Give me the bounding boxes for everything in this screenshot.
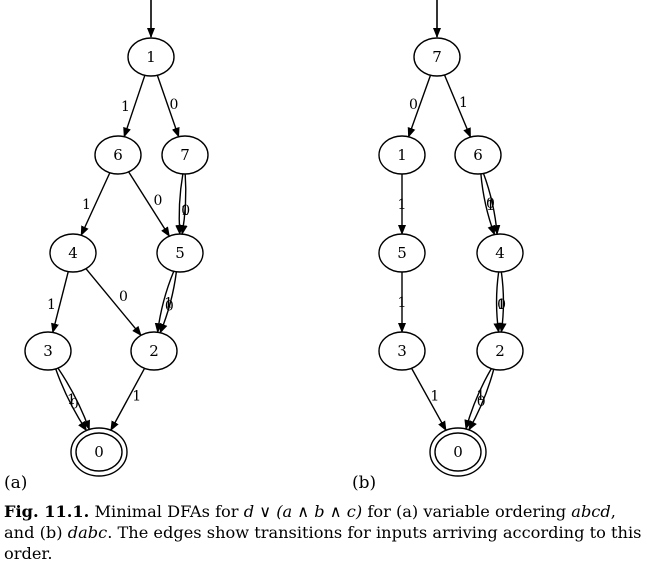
edge-label-a-3-0-1: 1 [67,392,76,408]
state-b-6: 6 [454,135,502,175]
state-b-2: 2 [476,331,524,371]
edge-label-b-4-2-1: 1 [497,297,506,313]
caption-text-1: Minimal DFAs for [89,502,244,521]
edge-b-4-2-1 [493,271,502,334]
state-label-a-5: 5 [175,244,185,262]
edge-b-2-0-1 [464,368,492,430]
edge-label-b-7-1-0: 0 [409,97,418,113]
state-a-1: 1 [127,37,175,77]
edge-label-b-1-5-1: 1 [398,197,407,213]
edge-a-6-4-1 [80,172,111,237]
edge-label-a-4-3-1: 1 [47,297,56,313]
edge-label-a-2-0-1: 1 [132,388,141,404]
state-b-4: 4 [476,233,524,273]
edge-a-4-2-0 [85,268,142,337]
figure-caption: Fig. 11.1. Minimal DFAs for d ∨ (a ∧ b ∧… [4,501,644,564]
state-b-0: 0 [429,427,487,477]
panel-label-b: (b) [352,473,376,493]
state-a-7: 7 [161,135,209,175]
edge-a-2-0-1 [110,367,146,432]
edge-label-b-3-0-1: 1 [430,388,439,404]
state-b-1: 1 [378,135,426,175]
state-label-b-3: 3 [397,342,407,360]
state-label-a-2: 2 [149,342,159,360]
edge-label-a-6-4-1: 1 [82,197,91,213]
state-label-b-1: 1 [397,146,407,164]
state-b-7: 7 [413,37,461,77]
edge-a-6-5-0 [128,171,170,238]
state-label-a-1: 1 [146,48,156,66]
edge-label-a-5-2-1: 1 [164,296,173,312]
caption-ordering-b: dabc [67,523,108,542]
caption-ordering-a: abcd [571,502,611,521]
edge-label-b-6-4-1: 1 [486,198,495,214]
state-b-3: 3 [378,331,426,371]
state-label-b-4: 4 [495,244,505,262]
edge-a-5-2-1 [154,271,175,334]
state-a-0: 0 [70,427,128,477]
edge-b-6-4-1 [480,173,496,236]
state-label-a-4: 4 [68,244,78,262]
state-label-a-3: 3 [43,342,53,360]
edge-a-3-0-1 [57,367,90,431]
edge-label-a-7-5-0: 0 [181,203,190,219]
edge-b-7-1-0 [407,74,432,138]
edge-label-a-4-2-0: 0 [119,289,128,305]
edges-layer [51,0,507,432]
state-label-a-0: 0 [94,443,104,461]
edge-label-b-5-3-1: 1 [398,295,407,311]
edge-b-3-0-1 [410,367,447,432]
nodes-layer: 1 6 7 4 5 3 2 0 7 1 6 5 4 3 2 0 [24,37,524,477]
edge-a-4-3-1 [51,271,69,334]
state-label-b-5: 5 [397,244,407,262]
state-a-3: 3 [24,331,72,371]
edge-a-1-7-0 [156,75,180,138]
edge-label-b-7-6-1: 1 [459,95,468,111]
state-label-b-0: 0 [453,443,463,461]
caption-text-2: for (a) variable ordering [362,502,572,521]
state-b-5: 5 [378,233,426,273]
edge-a-1-6-1 [123,75,146,138]
accepting-ring-b [429,427,487,477]
panel-label-a: (a) [4,473,27,493]
edge-label-a-1-6-1: 1 [121,99,130,115]
edge-a-7-5-0 [175,173,184,235]
state-label-a-7: 7 [180,146,190,164]
edge-b-6-4-0 [482,173,501,236]
state-label-a-6: 6 [113,146,123,164]
state-a-6: 6 [94,135,142,175]
caption-formula: d ∨ (a ∧ b ∧ c) [243,502,363,521]
state-a-5: 5 [156,233,204,273]
edge-label-b-2-0-0: 0 [477,394,486,410]
edge-label-b-2-0-1: 1 [476,388,485,404]
edge-label-a-5-2-0: 0 [165,298,174,314]
state-a-2: 2 [130,331,178,371]
edge-label-a-1-7-0: 0 [170,97,179,113]
caption-text-3: , and (b) [4,502,616,542]
figure-number: Fig. 11.1. [4,502,90,521]
edge-b-4-2-0 [498,271,507,334]
caption-text-4: . The edges show transitions for inputs … [4,523,642,563]
state-label-b-7: 7 [432,48,442,66]
edge-label-a-7-5-1: 1 [181,203,190,219]
edge-b-7-6-1 [443,74,472,138]
edge-label-b-6-4-0: 0 [486,196,495,212]
state-a-4: 4 [49,233,97,273]
edge-label-a-3-0-0: 0 [70,397,79,413]
edge-label-a-6-5-0: 0 [154,193,163,209]
state-label-b-6: 6 [473,146,483,164]
accepting-ring-a [70,427,128,477]
edge-a-3-0-0 [55,368,88,432]
state-label-b-2: 2 [495,342,505,360]
edge-label-b-4-2-0: 0 [497,297,506,313]
